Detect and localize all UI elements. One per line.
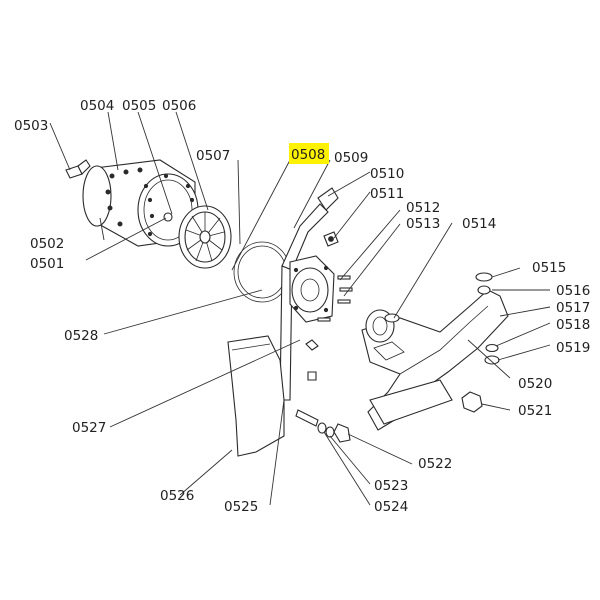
label-0512: 0512: [406, 200, 440, 216]
label-0519: 0519: [556, 340, 590, 356]
label-0525: 0525: [224, 499, 258, 515]
highlight-box: [289, 143, 329, 164]
label-0513: 0513: [406, 216, 440, 232]
arm-bracket: [361, 289, 509, 431]
bent-tube: [279, 187, 339, 401]
label-0503: 0503: [14, 118, 48, 134]
ring-0518: [485, 343, 499, 353]
part-labels: 0503 0504 0505 0506 0507 0508 0509 0510 …: [14, 98, 590, 515]
label-0509: 0509: [334, 150, 368, 166]
nut-0521: [461, 391, 483, 413]
label-0523: 0523: [374, 478, 408, 494]
label-0520: 0520: [518, 376, 552, 392]
o-rings-top: [475, 272, 493, 295]
label-0515: 0515: [532, 260, 566, 276]
label-0505: 0505: [122, 98, 156, 114]
label-0517: 0517: [556, 300, 590, 316]
label-0526: 0526: [160, 488, 194, 504]
label-0528: 0528: [64, 328, 98, 344]
label-0508: 0508: [291, 147, 325, 163]
washers-bottom: [317, 422, 351, 443]
label-0521: 0521: [518, 403, 552, 419]
fan-wheel: [178, 205, 232, 269]
label-0524: 0524: [374, 499, 408, 515]
leader-lines: [49, 111, 551, 506]
label-0527: 0527: [72, 420, 106, 436]
washer-0512: [384, 313, 400, 323]
label-0504: 0504: [80, 98, 114, 114]
drum-housing: [82, 159, 199, 247]
label-0510: 0510: [370, 166, 404, 182]
label-0506: 0506: [162, 98, 196, 114]
label-0522: 0522: [418, 456, 452, 472]
label-0511: 0511: [370, 186, 404, 202]
label-0514: 0514: [462, 216, 496, 232]
label-0502: 0502: [30, 236, 64, 252]
label-0501: 0501: [30, 256, 64, 272]
blade: [227, 335, 285, 457]
label-0518: 0518: [556, 317, 590, 333]
label-0507: 0507: [196, 148, 230, 164]
label-0516: 0516: [556, 283, 590, 299]
nozzle-fitting: [323, 231, 339, 247]
flange-plate: [289, 255, 353, 323]
bolt-assembly: [295, 339, 319, 427]
